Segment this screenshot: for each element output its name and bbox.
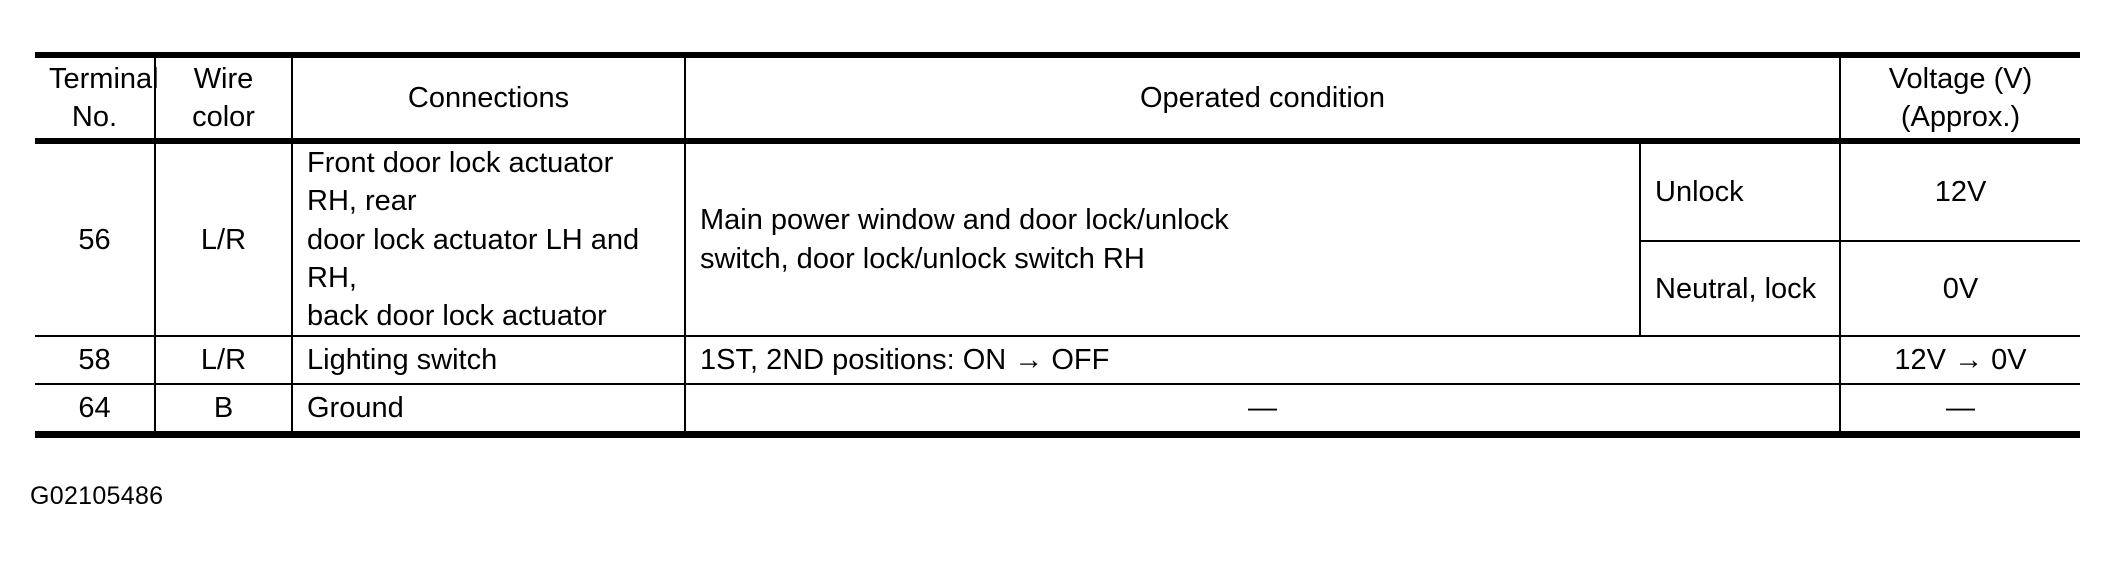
column-header-terminal-no-line1: Terminal xyxy=(49,62,159,95)
cell-operated-condition-line2: switch, door lock/unlock switch RH xyxy=(700,242,1145,275)
cell-operated-condition: — xyxy=(684,383,1841,439)
cell-voltage: 12V → 0V xyxy=(1839,335,2080,386)
cell-connections: Front door lock actuator RH, rear door l… xyxy=(291,139,686,338)
cell-operated-condition-line1: Main power window and door lock/unlock xyxy=(700,204,1229,237)
cell-terminal-no: 58 xyxy=(35,335,156,386)
cell-connections-line1: Front door lock actuator RH, rear xyxy=(307,147,614,218)
column-header-connections: Connections xyxy=(291,52,686,144)
column-header-voltage-line1: Voltage (V) xyxy=(1888,62,2033,95)
column-header-wire-color-line1: Wire xyxy=(193,62,254,95)
header-row: Terminal No. Wire color Connections Oper… xyxy=(35,52,2080,144)
cell-sub-condition-unlock: Unlock xyxy=(1639,139,1841,243)
column-header-voltage: Voltage (V) (Approx.) xyxy=(1839,52,2080,144)
table-body: 56 L/R Front door lock actuator RH, rear… xyxy=(35,139,2080,439)
cell-connections-line2: door lock actuator LH and RH, xyxy=(307,223,640,294)
cell-operated-condition: 1ST, 2ND positions: ON → OFF xyxy=(684,335,1841,386)
figure-code-label: G02105486 xyxy=(30,482,164,510)
table-row: Neutral, lock 0V xyxy=(35,240,2080,338)
cell-connections-line3: back door lock actuator xyxy=(307,300,607,333)
column-header-wire-color-line2: color xyxy=(192,101,255,133)
column-header-voltage-line2: (Approx.) xyxy=(1900,101,2021,133)
cell-sub-condition-neutral-lock: Neutral, lock xyxy=(1640,240,1841,338)
cell-voltage-unlock: 12V xyxy=(1839,139,2080,243)
table-header: Terminal No. Wire color Connections Oper… xyxy=(35,52,2080,144)
cell-terminal-no: 64 xyxy=(35,383,156,439)
table-row: 56 L/R Front door lock actuator RH, rear… xyxy=(35,139,2080,338)
cell-wire-color: L/R xyxy=(154,139,293,338)
cell-wire-color: L/R xyxy=(154,335,293,386)
column-header-wire-color: Wire color xyxy=(154,52,293,144)
cell-wire-color: B xyxy=(154,383,293,439)
cell-operated-condition: Main power window and door lock/unlock s… xyxy=(684,139,1641,338)
column-header-operated-condition: Operated condition xyxy=(684,52,1841,144)
cell-connections: Lighting switch xyxy=(291,335,686,386)
cell-connections: Ground xyxy=(291,383,686,439)
cell-terminal-no: 56 xyxy=(35,139,156,338)
cell-voltage: — xyxy=(1839,383,2080,439)
cell-voltage-neutral-lock: 0V xyxy=(1839,240,2080,338)
column-header-terminal-no: Terminal No. xyxy=(35,52,159,144)
terminal-voltage-table: Terminal No. Wire color Connections Oper… xyxy=(35,52,2080,439)
table-row: 58 L/R Lighting switch 1ST, 2ND position… xyxy=(35,335,2080,386)
table-row: 64 B Ground — — xyxy=(35,383,2080,439)
column-header-terminal-no-line2: No. xyxy=(71,101,118,133)
